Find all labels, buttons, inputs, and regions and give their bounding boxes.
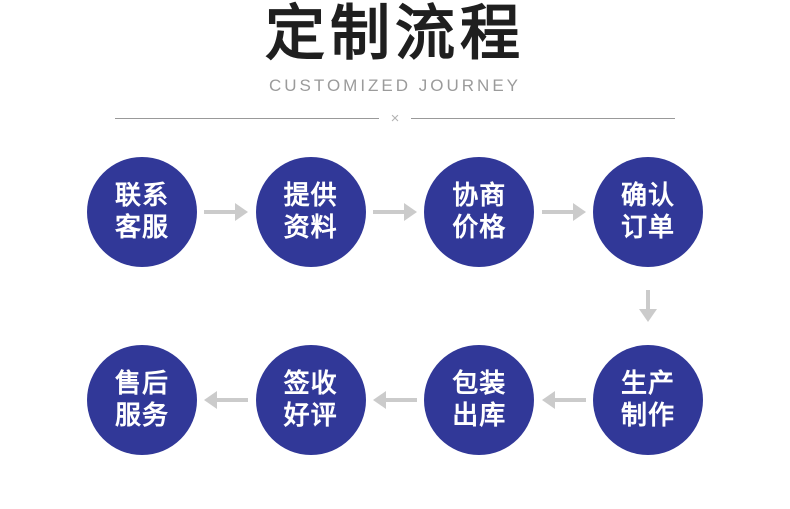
step-label-line: 制作 bbox=[620, 399, 675, 430]
step-production: 生产 制作 bbox=[592, 344, 703, 455]
arrow-left-icon bbox=[204, 390, 249, 410]
step-sign-good-review: 签收 好评 bbox=[255, 344, 366, 455]
step-label-line: 好评 bbox=[283, 399, 338, 430]
step-label-line: 提供 bbox=[283, 180, 338, 211]
arrow-right-icon bbox=[541, 202, 586, 222]
step-label-line: 客服 bbox=[114, 211, 169, 242]
step-confirm-order: 确认 订单 bbox=[592, 156, 703, 267]
arrow-left-icon bbox=[372, 390, 417, 410]
step-label-line: 价格 bbox=[452, 211, 507, 242]
arrow-down-icon bbox=[638, 289, 658, 322]
step-contact-service: 联系 客服 bbox=[87, 156, 197, 267]
step-label-line: 订单 bbox=[620, 211, 675, 242]
step-label-line: 服务 bbox=[114, 399, 169, 430]
divider: × bbox=[115, 110, 676, 128]
arrow-left-icon bbox=[541, 390, 586, 410]
divider-x-icon: × bbox=[390, 110, 400, 128]
divider-line-left bbox=[115, 118, 379, 120]
flow-bottom-row: 售后 服务 签收 好评 包装 出库 生产 制作 bbox=[87, 344, 703, 455]
arrow-right-icon bbox=[372, 202, 417, 222]
flow-top-row: 联系 客服 提供 资料 协商 价格 确认 订单 bbox=[87, 156, 703, 267]
step-label-line: 联系 bbox=[114, 180, 169, 211]
step-provide-materials: 提供 资料 bbox=[255, 156, 366, 267]
step-label-line: 售后 bbox=[114, 368, 169, 399]
step-label-line: 生产 bbox=[620, 368, 675, 399]
step-negotiate-price: 协商 价格 bbox=[424, 156, 535, 267]
step-packing-shipment: 包装 出库 bbox=[424, 344, 535, 455]
step-label-line: 出库 bbox=[452, 399, 507, 430]
step-label-line: 确认 bbox=[620, 180, 675, 211]
page-title: 定制流程 bbox=[265, 0, 525, 67]
step-label-line: 资料 bbox=[283, 211, 338, 242]
arrow-right-icon bbox=[204, 202, 249, 222]
step-after-sales-service: 售后 服务 bbox=[87, 344, 197, 455]
divider-line-right bbox=[411, 118, 676, 120]
step-label-line: 签收 bbox=[283, 368, 338, 399]
header: 定制流程 CUSTOMIZED JOURNEY × bbox=[0, 0, 790, 127]
flow-connector-row bbox=[87, 267, 703, 345]
flow-diagram: 联系 客服 提供 资料 协商 价格 确认 订单 bbox=[87, 156, 703, 455]
page-subtitle: CUSTOMIZED JOURNEY bbox=[268, 75, 522, 95]
step-label-line: 协商 bbox=[452, 180, 507, 211]
step-label-line: 包装 bbox=[452, 368, 507, 399]
